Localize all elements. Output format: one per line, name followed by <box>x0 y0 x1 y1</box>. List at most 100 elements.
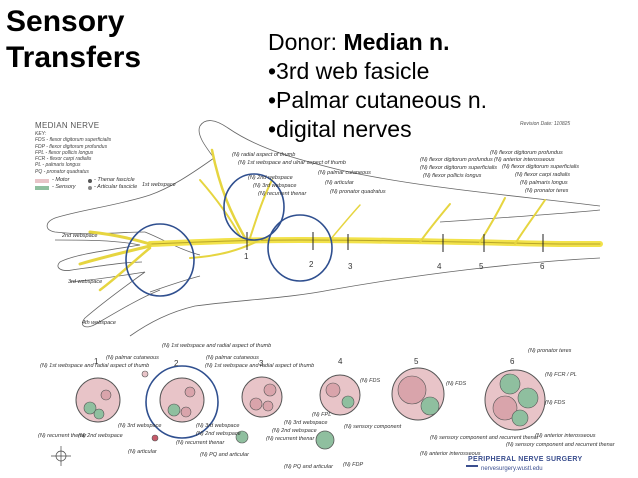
xlabel-pt: (N) pronator teres <box>528 348 572 354</box>
label-web2: (N) 2nd webspace <box>248 175 293 181</box>
bullet-third-web: •3rd web fasicle <box>268 58 430 84</box>
xlabel-ant-int2: (N) anterior interosseous <box>535 433 596 439</box>
revision-date: Revision Date: 110825 <box>520 121 571 127</box>
section-number: 6 <box>510 357 515 366</box>
brand-bar <box>466 465 478 467</box>
key-line: FCR - flexor carpi radialis <box>35 156 92 163</box>
xlabel-palmar-cut2: (N) palmar cutaneous <box>206 355 259 361</box>
xlabel-web1b: (N) 1st webspace and radial aspect of th… <box>162 343 272 349</box>
section-number: 4 <box>437 262 442 271</box>
legend-articular: - Articular fascicle <box>94 184 138 190</box>
label-fcr: (N) flexor carpi radialis <box>515 172 571 178</box>
xlabel-rec-thenar: (N) recurrent thenar <box>38 433 87 439</box>
cross-section-3 <box>241 376 283 418</box>
figure-key: KEY: FDS - flexor digitorum superficiali… <box>35 131 111 175</box>
xlabel-web1: (N) 1st webspace and radial aspect of th… <box>40 363 150 369</box>
circle-cross-section-2 <box>145 365 219 439</box>
cross-section-4 <box>315 374 361 450</box>
label-fdp: (N) flexor digitorum profundus <box>420 157 493 163</box>
slide-title: Sensory Transfers <box>6 4 141 76</box>
cross-section-1 <box>75 377 121 423</box>
xlabel-fds: (N) FDS <box>360 378 381 384</box>
xlabel-fpl: (N) FPL <box>312 412 332 418</box>
label-palmaris: (N) palmaris longus <box>520 180 568 186</box>
xlabel-fcr-pl: (N) FCR / PL <box>545 372 577 378</box>
key-line: FPL - flexor pollicis longus <box>35 149 94 156</box>
orientation-compass-icon <box>51 446 71 466</box>
circle-palmar-cutaneous <box>267 214 333 282</box>
key-line: KEY: <box>35 131 47 137</box>
label-web1: (N) 1st webspace and ulnar aspect of thu… <box>238 160 346 166</box>
label-articular: (N) articular <box>325 180 354 186</box>
xlabel-sensory: (N) sensory component <box>344 424 402 430</box>
donor-heading: Donor: Median n. <box>268 28 487 57</box>
section-number: 4 <box>338 357 343 366</box>
median-nerve-trunk <box>78 148 603 292</box>
xlabel-fds3: (N) FDS <box>545 400 566 406</box>
section-number: 2 <box>174 359 179 368</box>
label-fds: (N) flexor digitorum superficialis <box>420 165 498 171</box>
legend-motor-swatch <box>35 179 49 183</box>
donor-label: Donor: <box>268 29 344 55</box>
label-pt: (N) pronator teres <box>525 188 569 194</box>
label-fpl: (N) flexor pollicis longus <box>423 173 482 179</box>
highlight-circles <box>125 173 333 439</box>
label-palmar-cut: (N) palmar cutaneous <box>318 170 371 176</box>
label-web3: (N) 3rd webspace <box>253 183 297 189</box>
cross-section-5 <box>391 367 445 421</box>
key-line: FDS - flexor digitorum superficialis <box>35 137 112 144</box>
section-number: 3 <box>348 262 353 271</box>
xlabel-fds2: (N) FDS <box>446 381 467 387</box>
section-ticks <box>246 232 544 252</box>
section-number: 1 <box>94 357 99 366</box>
brand-url: nervesurgery.wustl.edu <box>481 466 543 472</box>
xlabel-web3: (N) 3rd webspace <box>118 423 162 429</box>
xlabel-web2c: (N) 2nd webspace <box>272 428 317 434</box>
xlabel-pq-art: (N) PQ and articular <box>200 452 249 458</box>
bullet-digital-nerves: •digital nerves <box>268 116 412 142</box>
legend-thenar-dot <box>88 179 92 183</box>
xlabel-web3c: (N) 3rd webspace <box>284 420 328 426</box>
bullet-palmar-cutaneous: •Palmar cutaneous n. <box>268 87 488 113</box>
key-line: PQ - pronator quadratus <box>35 168 89 175</box>
xlabel-fdp: (N) FDP <box>343 462 364 468</box>
section-number: 1 <box>244 252 249 261</box>
circle-thumb-branches <box>223 173 285 241</box>
key-line: FDP - flexor digitorum profundus <box>35 143 108 150</box>
cross-sections <box>75 367 546 450</box>
circle-webspace-branches <box>125 223 195 297</box>
title-line-2: Transfers <box>6 41 142 74</box>
xlabel-sens-rec: (N) sensory component and recurrent then… <box>430 435 539 441</box>
label-rec-thenar: (N) recurrent thenar <box>258 191 307 197</box>
label-3rd-web-hand: 3rd webspace <box>68 279 103 285</box>
section-number: 3 <box>259 359 264 368</box>
xlabel-articular: (N) articular <box>128 449 157 455</box>
xlabel-web3b: (N) 3rd webspace <box>196 423 240 429</box>
xlabel-rec-thenar2: (N) recurrent thenar <box>176 440 225 446</box>
hand-arm-outline <box>46 120 601 337</box>
legend-motor: - Motor <box>52 177 70 183</box>
label-4th-web-hand: 4th webspace <box>82 320 116 326</box>
donor-list: Donor: Median n. •3rd web fasicle •Palma… <box>268 28 487 144</box>
label-ant-inteross: (N) anterior interosseous <box>494 157 555 163</box>
xlabel-web2b: (N) 2nd webspace <box>196 431 241 437</box>
legend-sensory: - Sensory <box>52 184 76 190</box>
xlabel-palmar-cut: (N) palmar cutaneous <box>106 355 159 361</box>
section-number: 2 <box>309 260 314 269</box>
xlabel-sens-rec2: (N) sensory component and recurrent then… <box>506 442 615 448</box>
label-radial-thumb: (N) radial aspect of thumb <box>232 152 296 158</box>
key-line: PL - palmaris longus <box>35 162 81 169</box>
section-number: 6 <box>540 262 545 271</box>
xlabel-web1c: (N) 1st webspace and radial aspect of th… <box>205 363 315 369</box>
xlabel-ant-int: (N) anterior interosseous <box>420 451 481 457</box>
section-number: 5 <box>414 357 419 366</box>
xlabel-rec-thenar3: (N) recurrent thenar <box>266 436 315 442</box>
donor-nerve: Median n. <box>343 29 450 55</box>
cross-section-2 <box>159 377 205 423</box>
section-number: 5 <box>479 262 484 271</box>
label-2nd-web-hand: 2nd webspace <box>62 233 98 239</box>
title-line-1: Sensory <box>6 5 125 38</box>
label-fdp2: (N) flexor digitorum profundus <box>490 150 563 156</box>
cross-section-6 <box>484 369 546 431</box>
